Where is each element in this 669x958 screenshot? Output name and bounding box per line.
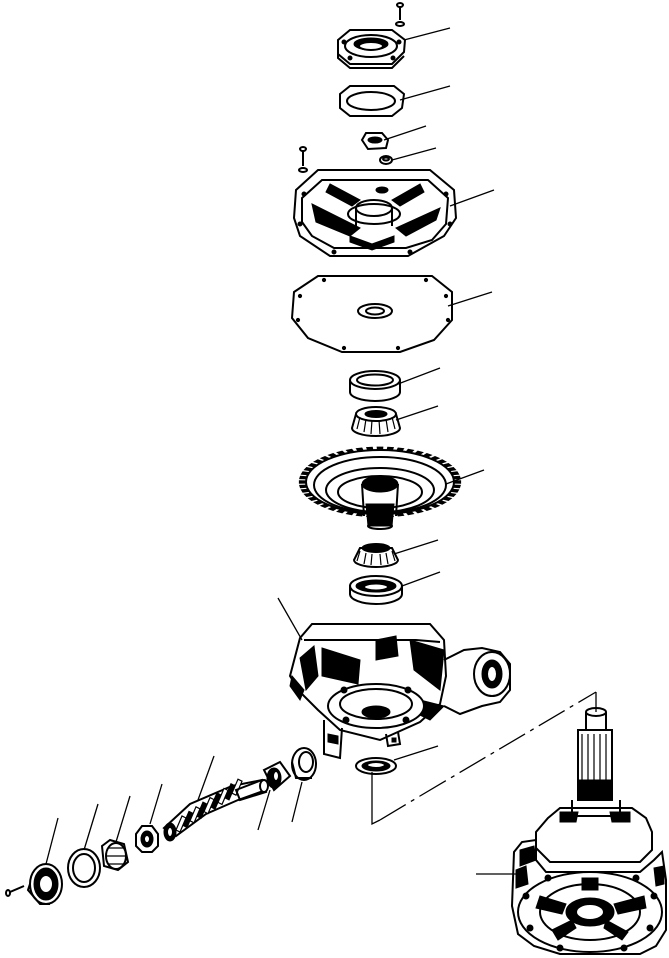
leader-seal-front (45, 817, 59, 865)
gear-tooth (452, 475, 461, 480)
gear-tooth (345, 510, 355, 516)
leader-gear-housing (277, 597, 303, 641)
bearing-cone-lower (352, 543, 400, 568)
gear-tooth (422, 453, 433, 458)
bearing-cup-upper (349, 370, 401, 402)
leader-washer (391, 147, 437, 161)
ring-gear (298, 446, 462, 530)
gasket-top (339, 85, 406, 117)
washer (379, 155, 393, 165)
leader-bearing-cone-pinion (257, 789, 271, 831)
gear-tooth (414, 450, 424, 456)
gear-tooth (336, 508, 346, 514)
gear-tooth (355, 447, 364, 452)
leader-bearing-cup-pinion (291, 781, 303, 823)
gear-tooth (414, 508, 424, 514)
gear-tooth (396, 512, 405, 517)
gear-tooth (303, 492, 313, 498)
gear-tooth (430, 503, 441, 509)
gear-tooth (319, 503, 330, 509)
gear-tooth (299, 475, 308, 480)
pinion-tooth (231, 778, 243, 797)
gear-tooth (376, 446, 384, 451)
gasket-large (290, 275, 453, 353)
bearing-cone-pinion (262, 760, 292, 792)
gear-tooth (345, 448, 355, 454)
bearing-cone-front (100, 838, 130, 872)
gear-tooth (299, 484, 308, 489)
output-shaft-assembly (510, 707, 667, 955)
pinion-shaft (162, 778, 269, 842)
gear-tooth (442, 462, 453, 468)
leader-gasket-large (447, 291, 493, 307)
shim (67, 848, 101, 888)
gear-tooth (447, 492, 457, 498)
gear-tooth (307, 496, 318, 502)
gear-tooth (303, 466, 313, 472)
gear-tooth (355, 512, 364, 517)
gear-tooth (386, 446, 395, 451)
leader-ring-gear (445, 469, 485, 485)
gear-tooth (447, 466, 457, 472)
leader-bearing-cone-lower (393, 539, 439, 555)
gear-tooth (452, 484, 461, 489)
leader-nut (383, 125, 427, 141)
gear-tooth (298, 480, 307, 484)
leader-bearing-cone-upper (395, 405, 439, 421)
gear-housing (288, 623, 511, 760)
bolt-top (395, 2, 405, 27)
gear-tooth (450, 488, 460, 493)
top-cover (337, 29, 407, 69)
gear-tooth (327, 506, 338, 511)
seal-front (26, 863, 63, 905)
nut (360, 132, 390, 151)
leader-bearing-cup-upper (397, 367, 441, 385)
gear-tooth (430, 455, 441, 461)
housing-cover (292, 169, 458, 257)
gear-tooth (300, 488, 310, 493)
bearing-cup-lower (349, 575, 403, 605)
gear-tooth (313, 459, 324, 464)
gear-tooth (327, 453, 338, 458)
leader-bearing-cup-lower (401, 571, 441, 587)
gear-tooth (436, 459, 447, 464)
leader-gasket-top (399, 85, 451, 101)
gear-tooth (336, 450, 346, 456)
leader-seal-lower (393, 745, 439, 761)
leader-shim (83, 803, 99, 851)
gear-tooth (405, 510, 415, 516)
leader-lines (45, 27, 516, 875)
leader-bearing-cone-front (115, 795, 131, 843)
gear-tooth (450, 471, 460, 476)
gear-tooth (422, 506, 433, 511)
gear-tooth (453, 480, 462, 484)
bolt-front (5, 885, 25, 897)
gear-tooth (307, 462, 318, 468)
gear-tooth (405, 448, 415, 454)
leader-top-cover (403, 27, 451, 41)
gear-tooth (313, 500, 324, 505)
leader-pinion-shaft (197, 755, 215, 801)
gear-tooth (396, 447, 405, 452)
gear-tooth (300, 471, 310, 476)
gear-tooth (442, 496, 453, 502)
nut-pinion (135, 825, 159, 853)
bearing-cup-pinion (291, 747, 317, 781)
bearing-cone-upper (350, 406, 402, 437)
leader-housing-cover (449, 189, 495, 207)
gear-tooth (436, 500, 447, 505)
gear-tooth (319, 455, 330, 461)
seal-lower (355, 757, 397, 775)
leader-nut-pinion (149, 783, 163, 825)
gear-tooth (365, 446, 374, 451)
bolt-housing (298, 146, 308, 173)
